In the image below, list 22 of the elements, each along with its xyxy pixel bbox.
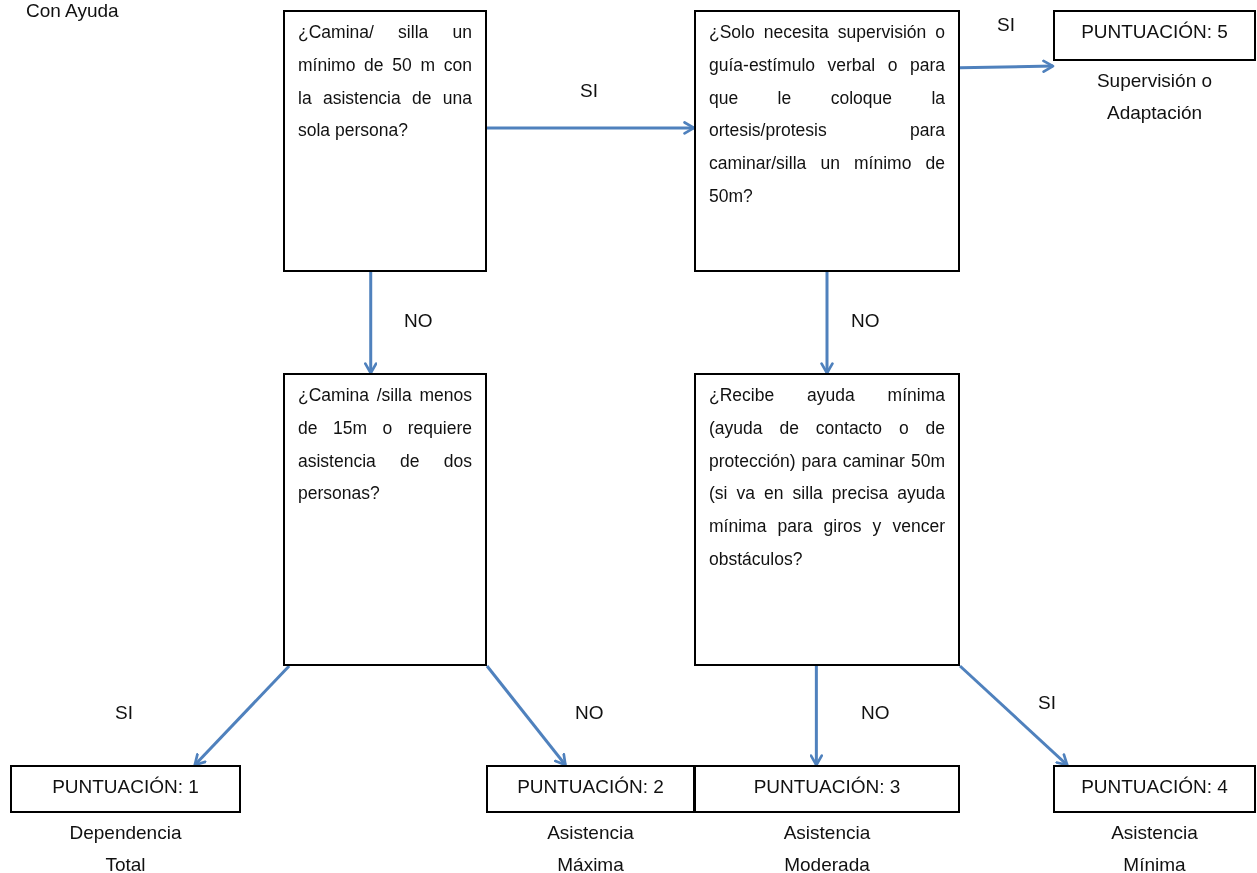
- arrow: [820, 272, 834, 375]
- score-description: Dependencia Total: [68, 821, 183, 873]
- score-description: Asistencia Mínima: [1110, 821, 1199, 873]
- arrow: [959, 59, 1055, 73]
- arrow: [485, 665, 567, 767]
- score-description: Asistencia Máxima: [546, 821, 635, 873]
- score-description: Asistencia Moderada: [782, 821, 872, 873]
- score-box: PUNTUACIÓN: 4: [1053, 765, 1256, 813]
- score-box: PUNTUACIÓN: 2: [486, 765, 695, 813]
- arrow: [193, 664, 291, 767]
- score-box: PUNTUACIÓN: 1: [10, 765, 241, 813]
- question-box: ¿Solo necesita supervisión o guía-estímulo verbal o para que le coloque la ortesis/protesis para caminar/silla un mínimo de 50m?: [694, 10, 960, 272]
- arrow: [959, 664, 1069, 767]
- arrow: [809, 666, 824, 767]
- question-box: ¿Camina/ silla un mínimo de 50 m con la asistencia de una sola persona?: [283, 10, 487, 272]
- score-box: PUNTUACIÓN: 3: [694, 765, 960, 813]
- arrow: [487, 121, 696, 135]
- arrow: [363, 272, 378, 375]
- score-description: Supervisión o Adaptación: [1095, 69, 1214, 125]
- question-box: ¿Recibe ayuda mínima (ayuda de contacto o de protección) para caminar 50m (si va en silla precisa ayuda mínima para giros y vencer obstáculos?: [694, 373, 960, 666]
- score-box: PUNTUACIÓN: 5: [1053, 10, 1256, 61]
- question-box: ¿Camina /silla menos de 15m o requiere asistencia de dos personas?: [283, 373, 487, 666]
